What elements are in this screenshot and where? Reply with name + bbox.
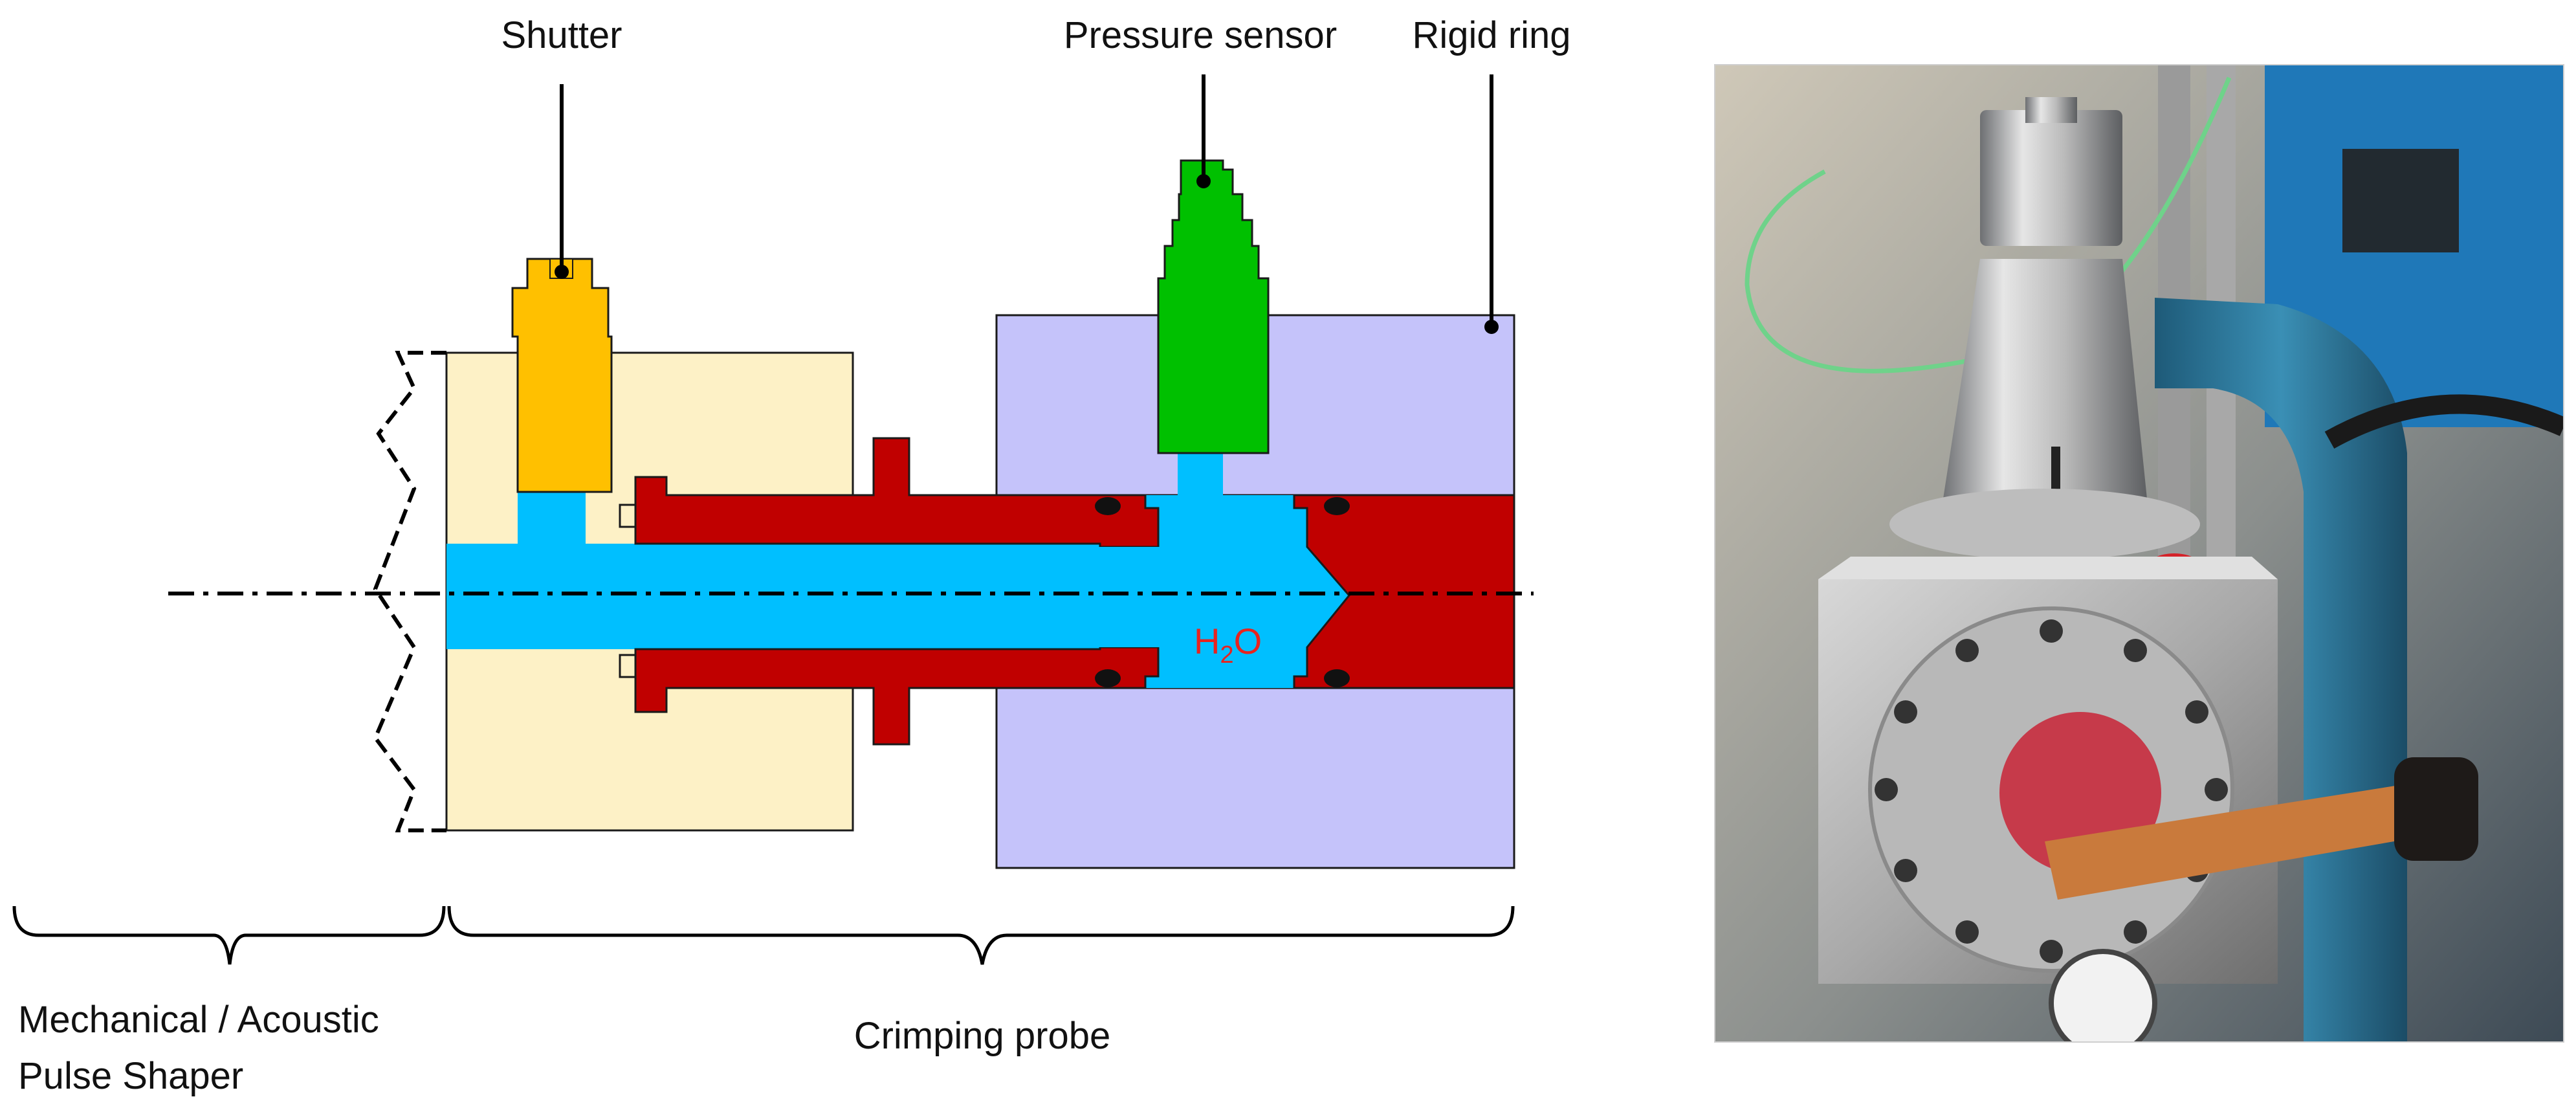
photo-black-insulator: [2394, 757, 2478, 861]
photo-top-cap: [2025, 97, 2077, 123]
rigid-ring-lower: [995, 687, 1515, 869]
photo-block-side: [1818, 557, 2278, 579]
pressure-sensor-leader-dot: [1196, 174, 1211, 188]
experimental-setup-photo: [1714, 64, 2564, 1043]
photo-cone: [1941, 259, 2148, 511]
label-rigid-ring: Rigid ring: [1413, 14, 1571, 56]
probe-bore: [446, 547, 1349, 647]
photo-blue-clamp: [2155, 298, 2407, 1042]
label-pressure-sensor: Pressure sensor: [1064, 14, 1337, 56]
photo-dark-box: [2342, 149, 2459, 252]
photo-copper-electrode: [2045, 777, 2469, 900]
pressure-sensor-part: [1157, 159, 1270, 454]
o-ring-top-left: [1095, 497, 1121, 515]
break-line: [373, 351, 446, 832]
photo-gauge: [2049, 949, 2157, 1042]
label-pulse-shaper-line1: Mechanical / Acoustic: [18, 999, 379, 1041]
label-crimping-probe: Crimping probe: [854, 1015, 1111, 1057]
label-water-h: H: [1194, 621, 1220, 661]
shutter-leader-dot: [555, 265, 569, 279]
label-water-o: O: [1234, 621, 1262, 661]
photo-frame: [1714, 64, 2564, 1043]
shutter-part: [511, 258, 613, 493]
label-shutter: Shutter: [501, 14, 622, 56]
rigid-ring-leader-dot: [1484, 320, 1499, 334]
o-ring-top-right: [1324, 497, 1350, 515]
photo-green-cable: [1745, 76, 2232, 373]
probe-screw-top: [619, 504, 637, 528]
photo-flange: [1889, 489, 2200, 560]
label-pulse-shaper-line2: Pulse Shaper: [18, 1055, 243, 1097]
label-water-sub: 2: [1220, 641, 1233, 669]
pulse-shaper-brace: [12, 905, 446, 965]
crimping-probe-brace: [447, 905, 1515, 965]
cross-section-diagram: Shutter Pressure sensor Rigid ring Mecha…: [12, 14, 1571, 1097]
label-water: H2O: [1194, 621, 1262, 669]
photo-top-cylinder: [1980, 110, 2122, 246]
probe-screw-bottom: [619, 654, 637, 678]
photo-black-cable: [2324, 394, 2564, 449]
o-ring-bottom-left: [1095, 669, 1121, 687]
o-ring-bottom-right: [1324, 669, 1350, 687]
